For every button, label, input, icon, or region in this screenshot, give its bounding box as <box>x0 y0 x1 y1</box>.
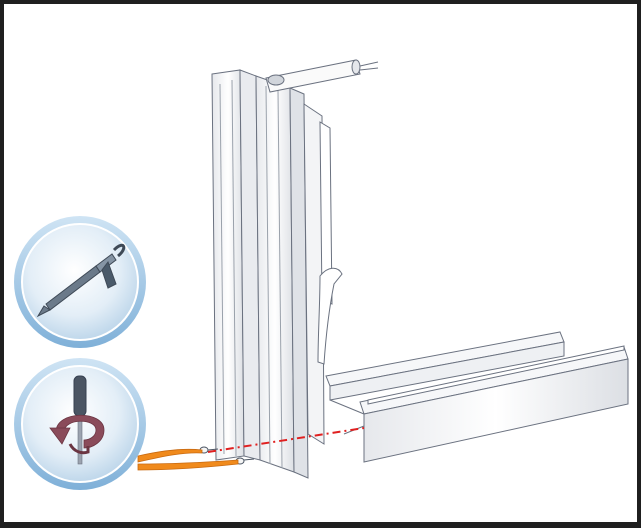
screw-icon <box>235 457 255 465</box>
caulking-gun-icon <box>36 243 126 318</box>
alignment-guide-line <box>207 427 365 453</box>
bottom-rail <box>325 331 629 463</box>
rotate-arrow-icon <box>49 414 105 455</box>
assembly-illustration <box>14 59 629 490</box>
vertical-jamb <box>211 69 343 479</box>
screwdriver-badge <box>14 358 146 490</box>
sealant-tube <box>265 59 379 93</box>
leader-ribbons <box>137 448 239 471</box>
caulking-gun-badge <box>14 216 146 348</box>
